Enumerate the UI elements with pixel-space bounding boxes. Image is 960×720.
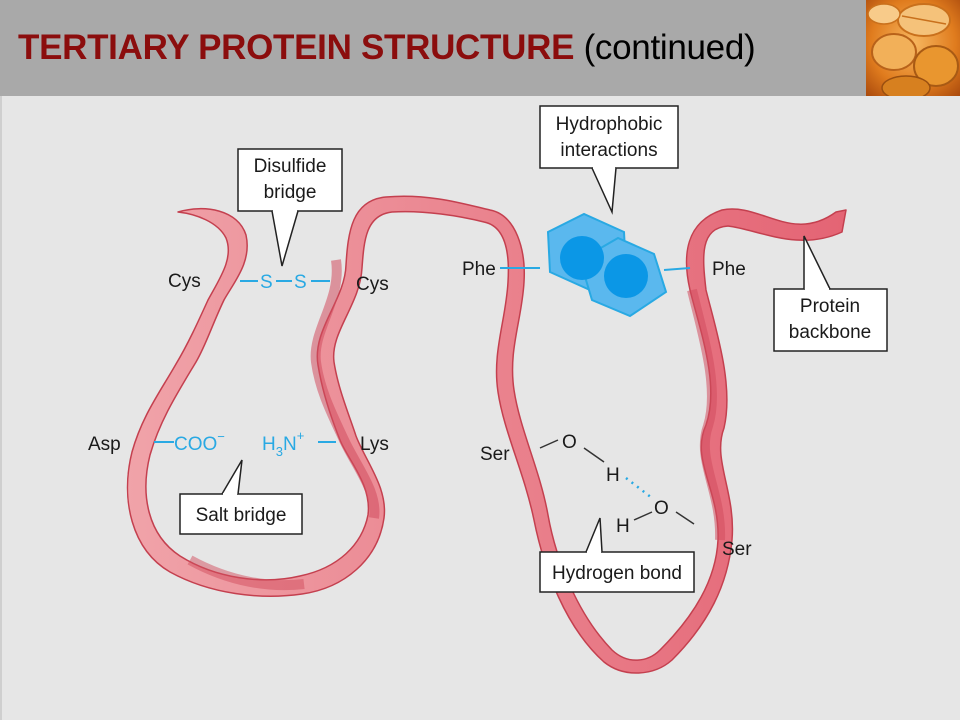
title-main: TERTIARY PROTEIN STRUCTURE: [18, 28, 575, 67]
callout-backbone: Protein backbone: [773, 235, 888, 352]
oxygen-bottom: O: [654, 498, 669, 519]
residue-phe-left: Phe: [462, 259, 496, 280]
residue-cys-right: Cys: [356, 274, 389, 295]
callout-disulfide-line2: bridge: [264, 182, 317, 203]
callout-salt-bridge: Salt bridge: [179, 459, 303, 535]
tertiary-structure-diagram: Disulfide bridge Hydrophobic interaction…: [88, 105, 888, 674]
title-sub: (continued): [583, 28, 756, 67]
callout-backbone-line1: Protein: [800, 296, 860, 317]
hydrogen-middle: H: [606, 465, 620, 486]
orange-pills-photo: [866, 0, 960, 96]
residue-lys: Lys: [360, 434, 389, 455]
ammonium-group: H3N+: [262, 428, 304, 459]
hydrogen-bottom: H: [616, 516, 630, 537]
callout-hydrogen-bond-label: Hydrogen bond: [552, 563, 682, 584]
disulfide-bond: S S: [240, 272, 330, 293]
slide-header: TERTIARY PROTEIN STRUCTURE (continued): [0, 0, 960, 96]
residue-cys-left: Cys: [168, 271, 201, 292]
phenylalanine-rings: [500, 212, 691, 318]
protein-backbone-ribbon: [126, 195, 847, 674]
slide-title: TERTIARY PROTEIN STRUCTURE (continued): [18, 26, 756, 70]
slide-left-rule: [0, 96, 2, 720]
callout-hydrogen-bond: Hydrogen bond: [539, 517, 695, 593]
callout-disulfide: Disulfide bridge: [237, 148, 343, 267]
ring-core-left: [560, 236, 604, 280]
oxygen-top: O: [562, 432, 577, 453]
residue-ser-right: Ser: [722, 539, 752, 560]
hydrogen-bond-chem: O H O H: [539, 432, 695, 537]
callout-disulfide-line1: Disulfide: [254, 156, 327, 177]
salt-bridge-chem: COO− H3N+: [154, 428, 336, 459]
ring-core-right: [604, 254, 648, 298]
callout-hydrophobic-line2: interactions: [560, 140, 657, 161]
callout-hydrophobic: Hydrophobic interactions: [539, 105, 679, 215]
callout-salt-bridge-label: Salt bridge: [196, 505, 287, 526]
carboxylate-group: COO−: [174, 429, 225, 455]
residue-phe-right: Phe: [712, 259, 746, 280]
residue-asp: Asp: [88, 434, 121, 455]
sulfur-atom-2: S: [294, 272, 307, 293]
callout-hydrophobic-line1: Hydrophobic: [556, 114, 663, 135]
callout-backbone-line2: backbone: [789, 322, 871, 343]
residue-ser-left: Ser: [480, 444, 510, 465]
sulfur-atom-1: S: [260, 272, 273, 293]
